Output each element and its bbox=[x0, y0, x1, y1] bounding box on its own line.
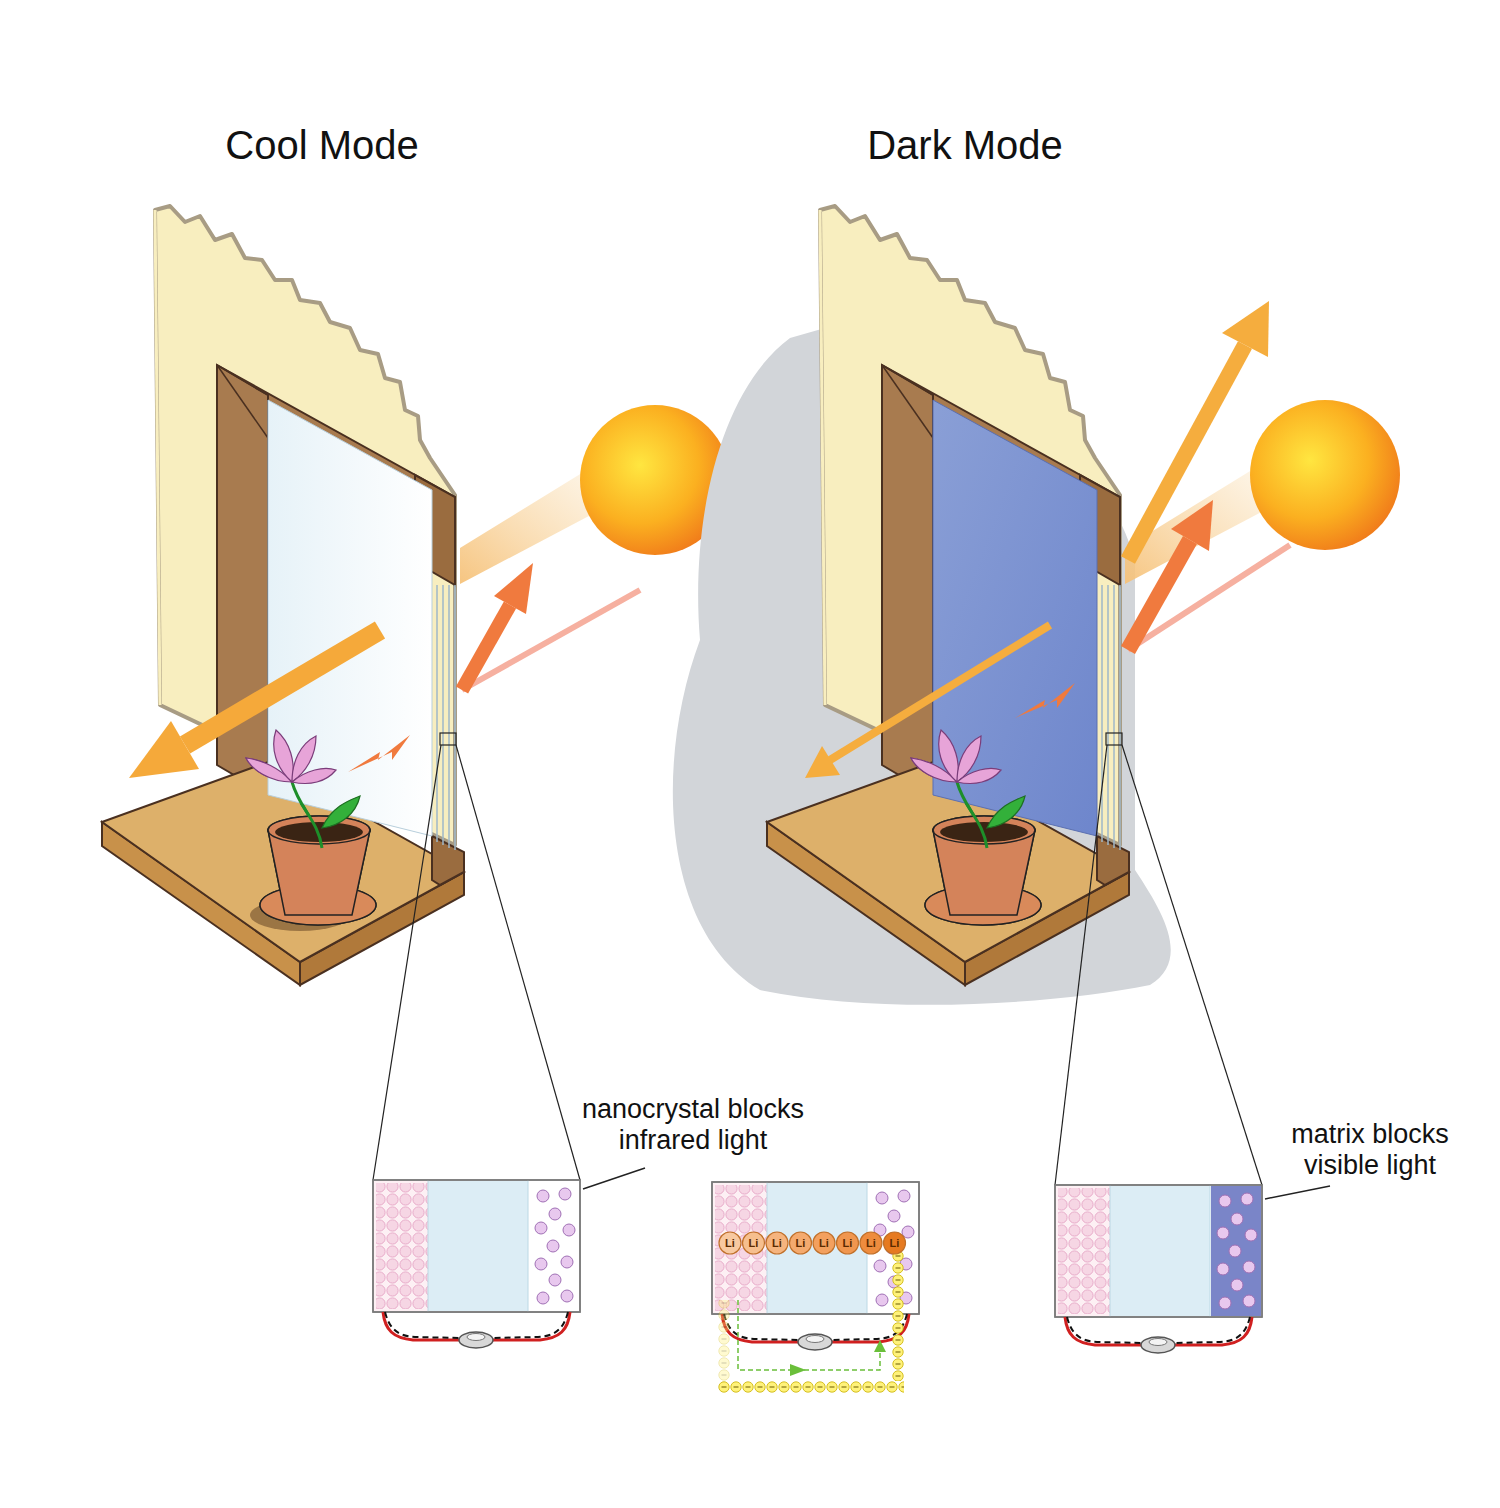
callout-label: matrix blocks visible light bbox=[1260, 1119, 1480, 1181]
ion-label: Li bbox=[859, 1237, 883, 1250]
ion-label: Li bbox=[836, 1237, 860, 1250]
ion-label: Li bbox=[718, 1237, 742, 1250]
callout-label: nanocrystal blocks infrared light bbox=[578, 1094, 808, 1156]
mode-title: Cool Mode bbox=[112, 122, 532, 168]
ion-label: Li bbox=[765, 1237, 789, 1250]
ion-label: Li bbox=[812, 1237, 836, 1250]
mode-title: Dark Mode bbox=[755, 122, 1175, 168]
ion-label: Li bbox=[789, 1237, 813, 1250]
ion-label: Li bbox=[883, 1237, 907, 1250]
ion-label: Li bbox=[742, 1237, 766, 1250]
